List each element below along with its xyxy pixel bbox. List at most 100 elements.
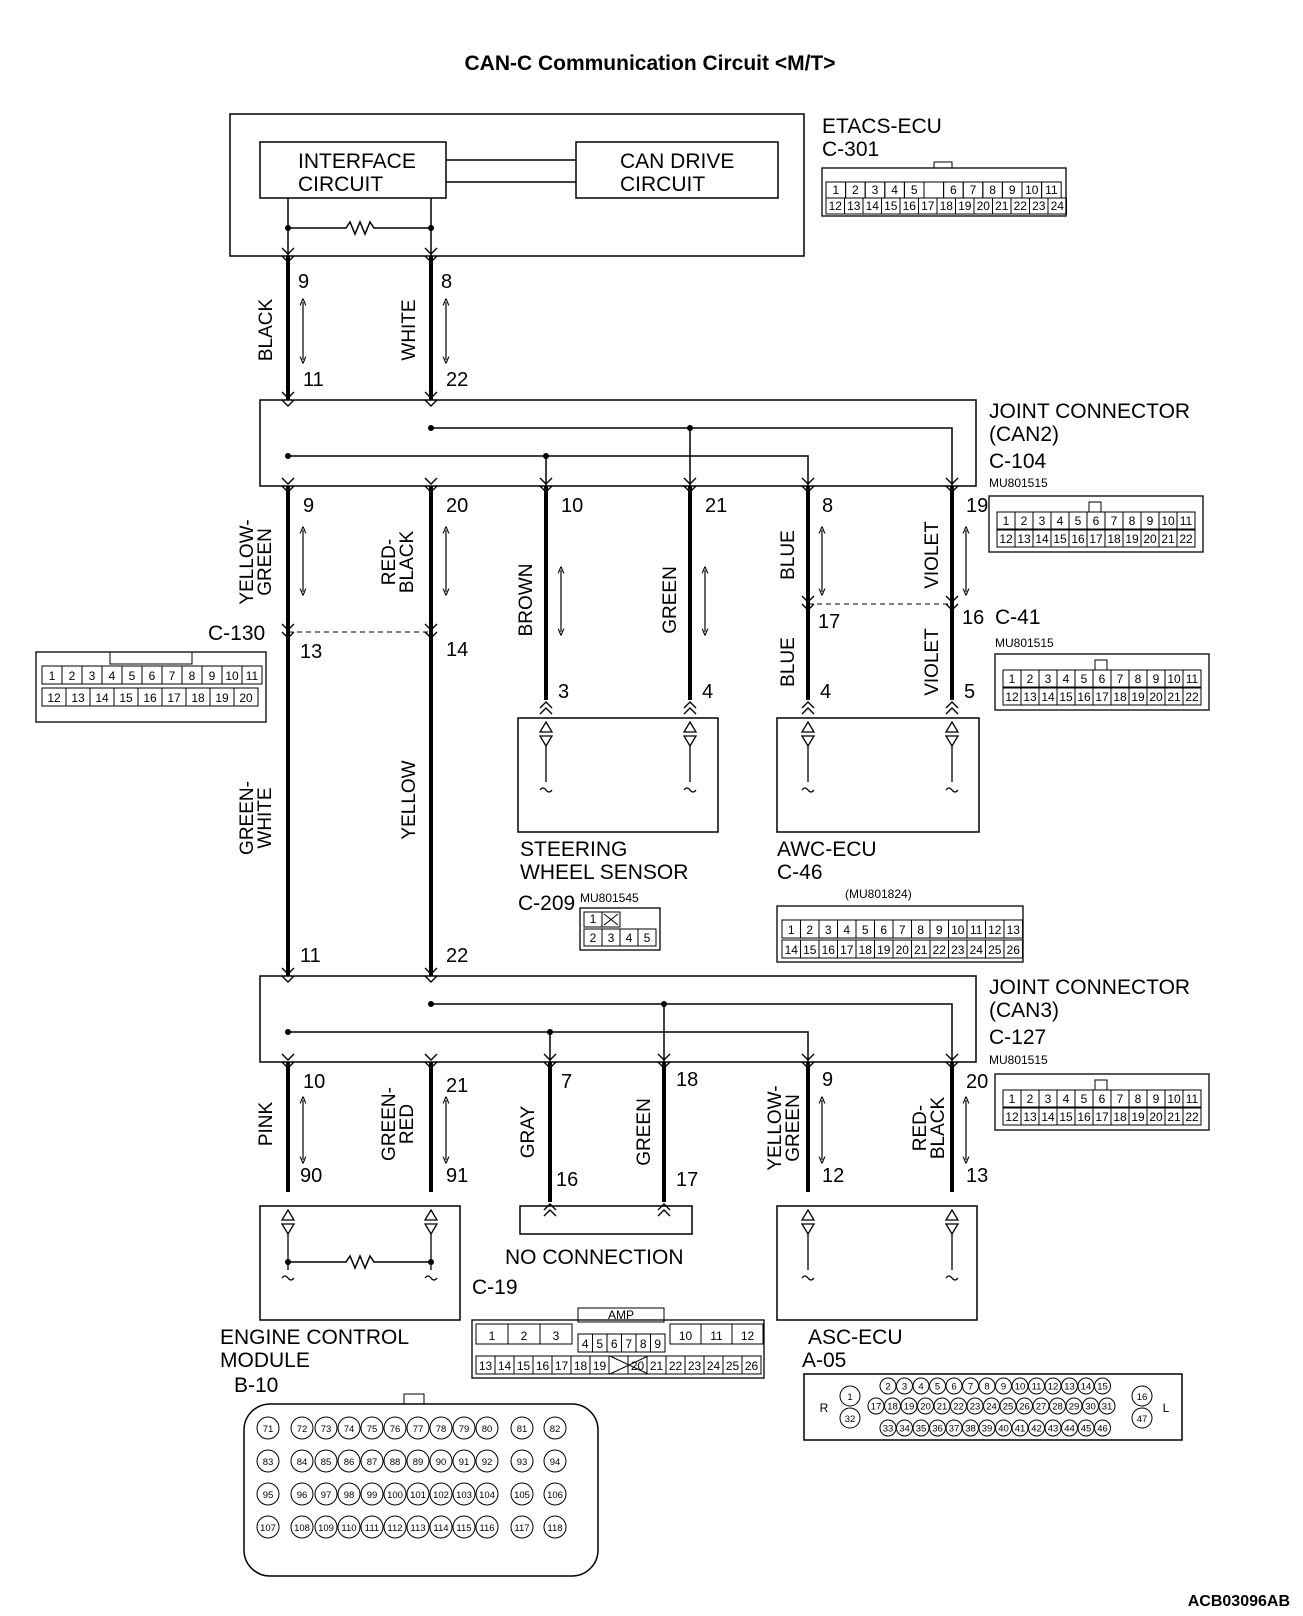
- connector-pin-circle: [337, 1416, 361, 1440]
- connector-pin-label: 14: [1041, 1110, 1055, 1124]
- connector-pin-label: 98: [344, 1490, 355, 1501]
- wire-color-label: BLACK: [928, 1097, 949, 1160]
- connector-pin-label: 92: [482, 1457, 493, 1468]
- connector-pin-label: 15: [517, 1359, 531, 1373]
- connector-pin-circle: [510, 1515, 534, 1539]
- connector-pin-label: 13: [1064, 1382, 1075, 1393]
- connector-pin-circle: [383, 1416, 407, 1440]
- connector-pin-cell: [1182, 687, 1202, 706]
- connector-pin-label: 4: [891, 183, 898, 197]
- jc2-part-number: MU801515: [989, 476, 1048, 490]
- connector-chevron: [801, 1053, 815, 1061]
- connector-pin-label: 1: [1003, 514, 1010, 528]
- pin-number: 8: [441, 271, 452, 293]
- connector-pin-label: 19: [1125, 532, 1139, 546]
- connector-pin-label: 3: [872, 183, 879, 197]
- connector-pin-label: 14: [1035, 532, 1049, 546]
- connector-pin-label: 105: [514, 1490, 530, 1501]
- connector-pin-label: 22: [933, 943, 947, 957]
- etacs-can-drive-label-2: CIRCUIT: [620, 173, 705, 196]
- ecm-name-2: MODULE: [220, 1349, 310, 1372]
- connector-pin-label: 12: [999, 532, 1013, 546]
- connector-pin-label: 10: [1025, 183, 1039, 197]
- pin-number: 11: [300, 945, 321, 967]
- steering-connector-id: C-209: [518, 892, 575, 915]
- awc-ecu-name: AWC-ECU: [777, 838, 877, 861]
- connector-pin-circle: [839, 1407, 861, 1429]
- connector-chevron: [543, 1061, 557, 1069]
- connector-pin-label: 10: [1167, 1092, 1181, 1106]
- wire-color-label: GREEN-: [237, 781, 258, 855]
- connector-pin-label: 117: [514, 1523, 529, 1534]
- connector-pin-circle: [543, 1449, 567, 1473]
- pin-number: 21: [446, 1075, 468, 1097]
- connector-chevron: [657, 1053, 671, 1061]
- connector-pin-label: 22: [669, 1359, 683, 1373]
- connector-pin-label: 7: [970, 183, 977, 197]
- connector-pin-label: 4: [843, 923, 850, 937]
- connector-pin-cell: [1047, 197, 1067, 215]
- pin-number: 9: [822, 1069, 833, 1091]
- connector-pin-label: 109: [318, 1523, 334, 1534]
- pin-number: 8: [822, 495, 833, 517]
- connector-pin-label: 4: [582, 1337, 589, 1351]
- terminal-end: [801, 1275, 815, 1281]
- connector-pin-label: 2: [1021, 514, 1028, 528]
- connector-pin-circle: [1131, 1385, 1153, 1407]
- connector-pin-circle: [429, 1515, 453, 1539]
- connector-pin-label: 17: [1095, 690, 1109, 704]
- connector-pin-label: 12: [829, 199, 843, 213]
- connector-outline: [471, 1319, 765, 1379]
- connector-pin-label: 18: [1113, 690, 1127, 704]
- asc-connector-id: A-05: [802, 1349, 846, 1372]
- connector-chevron: [543, 1203, 557, 1211]
- pin-number: 20: [446, 495, 468, 517]
- connector-pin-label: 10: [679, 1329, 693, 1343]
- connector-pin-circle: [314, 1515, 338, 1539]
- connector-pin-label: 7: [625, 1337, 632, 1351]
- connector-pin-label: 26: [1007, 943, 1021, 957]
- connector-pin-label: 2: [521, 1329, 528, 1343]
- connector-brand: AMP: [608, 1308, 634, 1322]
- connector-pin-label: 8: [1135, 672, 1142, 686]
- etacs-interface-label-1: INTERFACE: [298, 150, 416, 173]
- connector-pin-label: 4: [1057, 514, 1064, 528]
- connector-pin-label: 10: [1161, 514, 1175, 528]
- connector-pin-circle: [406, 1482, 430, 1506]
- connector-pin-circle: [452, 1515, 476, 1539]
- connector-chevron: [281, 1053, 295, 1061]
- connector-chevron: [281, 631, 295, 639]
- connector-pin-circle: [406, 1515, 430, 1539]
- joint-connector-can2-block: [259, 399, 977, 487]
- connector-chevron: [945, 1061, 959, 1069]
- connector-pin-label: 1: [49, 669, 56, 683]
- connector-pin-label: 11: [1045, 183, 1058, 197]
- connector-pin-label: 1: [1009, 1092, 1016, 1106]
- connector-chevron: [424, 485, 438, 493]
- connector-pin-circle: [510, 1449, 534, 1473]
- connector-pin-label: 12: [741, 1329, 755, 1343]
- connector-pin-label: 10: [225, 669, 239, 683]
- wire-color-label: GREEN-: [379, 1087, 400, 1161]
- wire-color-label: BLUE: [778, 637, 799, 687]
- connector-pin-label: 21: [1167, 690, 1181, 704]
- connector-pin-label: 38: [965, 1424, 976, 1435]
- connector-pin-circle: [290, 1416, 314, 1440]
- pin-number: 22: [446, 369, 468, 391]
- connector-pin-label: 17: [167, 691, 181, 705]
- connector-pin-circle: [290, 1482, 314, 1506]
- connector-pin-label: 20: [1149, 690, 1163, 704]
- connector-pin-label: 3: [1045, 1092, 1052, 1106]
- pin-number: 14: [446, 639, 468, 661]
- connector-pin-label: 8: [640, 1337, 647, 1351]
- connector-pin-circle: [1094, 1377, 1111, 1395]
- connector-pin-label: 14: [1041, 690, 1055, 704]
- wire-color-label: GREEN: [783, 1094, 804, 1162]
- pin-number: 91: [446, 1165, 468, 1187]
- connector-pin-label: 22: [953, 1402, 964, 1413]
- connector-pin-label: 13: [1017, 532, 1031, 546]
- connector-pin-label: 24: [970, 943, 984, 957]
- diagram-title: CAN-C Communication Circuit <M/T>: [464, 52, 835, 75]
- connector-pin-label: 85: [321, 1457, 332, 1468]
- connector-pin-label: 1: [832, 183, 839, 197]
